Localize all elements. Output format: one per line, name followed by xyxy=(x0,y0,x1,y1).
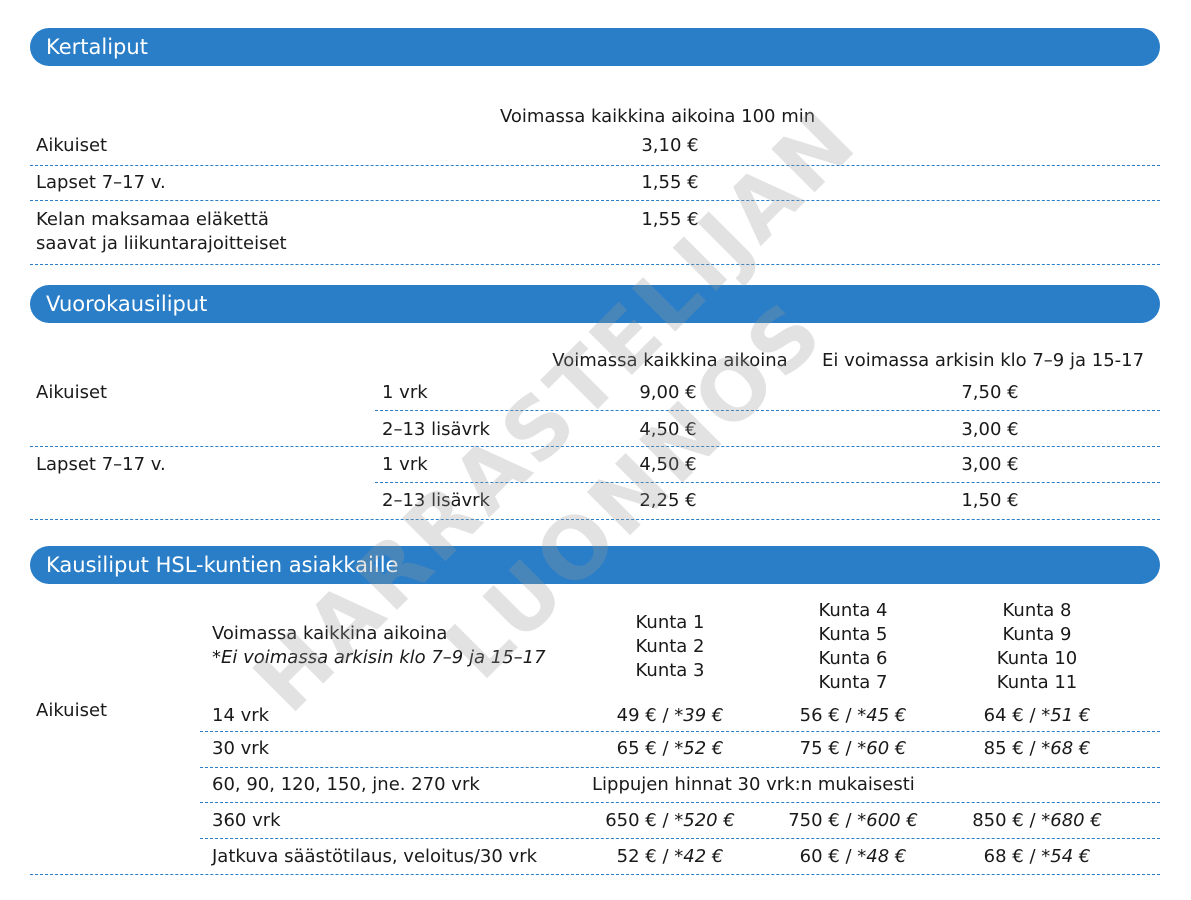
price-pensioners: 1,55 € xyxy=(641,209,699,230)
row-divider xyxy=(375,482,1160,483)
price-restricted: *54 € xyxy=(1041,846,1091,867)
row-divider xyxy=(200,802,1160,803)
price-restricted: 1,50 € xyxy=(961,490,1019,511)
duration-label: 30 vrk xyxy=(212,738,270,759)
duration-label: 14 vrk xyxy=(212,705,270,726)
price-restricted: *48 € xyxy=(857,846,907,867)
price-restricted: 3,00 € xyxy=(961,454,1019,475)
price-restricted: *520 € xyxy=(674,810,735,831)
price-regular: 60 € / xyxy=(799,846,858,867)
price-regular: 750 € / xyxy=(788,810,858,831)
price-regular: 68 € / xyxy=(983,846,1042,867)
price-note: Lippujen hinnat 30 vrk:n mukaisesti xyxy=(592,774,915,795)
zone-label: Kunta 6 xyxy=(818,648,888,669)
section-header-vuorokausiliput: Vuorokausiliput xyxy=(30,285,1160,323)
price-regular: 75 € / xyxy=(799,738,858,759)
zone-label: Kunta 11 xyxy=(996,672,1078,693)
price-cell: 75 € / *60 € xyxy=(763,738,943,760)
price-regular: 65 € / xyxy=(616,738,675,759)
price-restricted: *39 € xyxy=(674,705,724,726)
row-divider xyxy=(30,264,1160,265)
validity-description: Voimassa kaikkina aikoina xyxy=(212,623,448,644)
price-restricted: *60 € xyxy=(857,738,907,759)
row-divider xyxy=(30,165,1160,166)
price-regular: 64 € / xyxy=(983,705,1042,726)
zone-column-header-2: Kunta 4 Kunta 5 Kunta 6 Kunta 7 xyxy=(783,599,923,695)
column-header-all-times: Voimassa kaikkina aikoina xyxy=(552,350,788,371)
row-divider xyxy=(30,874,1160,875)
zone-label: Kunta 10 xyxy=(996,648,1078,669)
price-children: 1,55 € xyxy=(641,172,699,193)
row-label-children: Lapset 7–17 v. xyxy=(36,172,166,193)
price-cell: 65 € / *52 € xyxy=(580,738,760,760)
price-cell: 60 € / *48 € xyxy=(763,846,943,868)
duration-label: 60, 90, 120, 150, jne. 270 vrk xyxy=(212,774,480,795)
price-cell: 85 € / *68 € xyxy=(947,738,1127,760)
zone-label: Kunta 4 xyxy=(818,600,888,621)
section-header-kausiliput: Kausiliput HSL-kuntien asiakkaille xyxy=(30,546,1160,584)
duration-label: 1 vrk xyxy=(382,382,428,403)
price-restricted: *45 € xyxy=(857,705,907,726)
price-cell: 56 € / *45 € xyxy=(763,705,943,727)
row-divider xyxy=(30,519,1160,520)
zone-label: Kunta 5 xyxy=(818,624,888,645)
duration-label: 2–13 lisävrk xyxy=(382,490,490,511)
price-all-times: 2,25 € xyxy=(639,490,697,511)
price-all-times: 9,00 € xyxy=(639,382,697,403)
row-divider xyxy=(30,446,1160,447)
group-label-children: Lapset 7–17 v. xyxy=(36,454,166,475)
row-divider xyxy=(375,410,1160,411)
price-regular: 56 € / xyxy=(799,705,858,726)
row-divider xyxy=(200,838,1160,839)
price-cell: 850 € / *680 € xyxy=(947,810,1127,832)
price-all-times: 4,50 € xyxy=(639,454,697,475)
price-cell: 750 € / *600 € xyxy=(763,810,943,832)
row-divider xyxy=(200,767,1160,768)
price-regular: 650 € / xyxy=(605,810,675,831)
duration-label: Jatkuva säästötilaus, veloitus/30 vrk xyxy=(212,846,538,867)
price-cell: 68 € / *54 € xyxy=(947,846,1127,868)
section-header-kertaliput: Kertaliput xyxy=(30,28,1160,66)
price-cell: 49 € / *39 € xyxy=(580,705,760,727)
group-label-adults: Aikuiset xyxy=(36,700,108,721)
zone-label: Kunta 7 xyxy=(818,672,888,693)
column-header-100min: Voimassa kaikkina aikoina 100 min xyxy=(500,106,816,127)
zone-label: Kunta 8 xyxy=(1002,600,1072,621)
price-restricted: *51 € xyxy=(1041,705,1091,726)
price-restricted: *600 € xyxy=(857,810,918,831)
price-cell: 64 € / *51 € xyxy=(947,705,1127,727)
price-restricted: *680 € xyxy=(1041,810,1102,831)
price-adults: 3,10 € xyxy=(641,135,699,156)
duration-label: 360 vrk xyxy=(212,810,281,831)
zone-label: Kunta 2 xyxy=(635,636,705,657)
group-label-adults: Aikuiset xyxy=(36,382,108,403)
row-divider xyxy=(30,200,1160,201)
zone-label: Kunta 3 xyxy=(635,660,705,681)
price-restricted: *68 € xyxy=(1041,738,1091,759)
duration-label: 1 vrk xyxy=(382,454,428,475)
price-restricted: *42 € xyxy=(674,846,724,867)
column-header-restricted: Ei voimassa arkisin klo 7–9 ja 15-17 xyxy=(822,350,1145,371)
row-label-pensioners-line1: Kelan maksamaa eläkettä xyxy=(36,209,269,230)
price-all-times: 4,50 € xyxy=(639,419,697,440)
row-divider xyxy=(200,731,1160,732)
price-restricted: 7,50 € xyxy=(961,382,1019,403)
price-cell: 52 € / *42 € xyxy=(580,846,760,868)
zone-label: Kunta 1 xyxy=(635,612,705,633)
price-restricted: 3,00 € xyxy=(961,419,1019,440)
price-regular: 52 € / xyxy=(616,846,675,867)
row-label-adults: Aikuiset xyxy=(36,135,108,156)
price-regular: 850 € / xyxy=(972,810,1042,831)
row-label-pensioners-line2: saavat ja liikuntarajoitteiset xyxy=(36,233,287,254)
zone-column-header-1: Kunta 1 Kunta 2 Kunta 3 xyxy=(600,611,740,683)
duration-label: 2–13 lisävrk xyxy=(382,419,490,440)
price-regular: 85 € / xyxy=(983,738,1042,759)
price-restricted: *52 € xyxy=(674,738,724,759)
zone-label: Kunta 9 xyxy=(1002,624,1072,645)
price-regular: 49 € / xyxy=(616,705,675,726)
zone-column-header-3: Kunta 8 Kunta 9 Kunta 10 Kunta 11 xyxy=(967,599,1107,695)
price-cell: 650 € / *520 € xyxy=(580,810,760,832)
restriction-note: *Ei voimassa arkisin klo 7–9 ja 15–17 xyxy=(212,647,546,668)
